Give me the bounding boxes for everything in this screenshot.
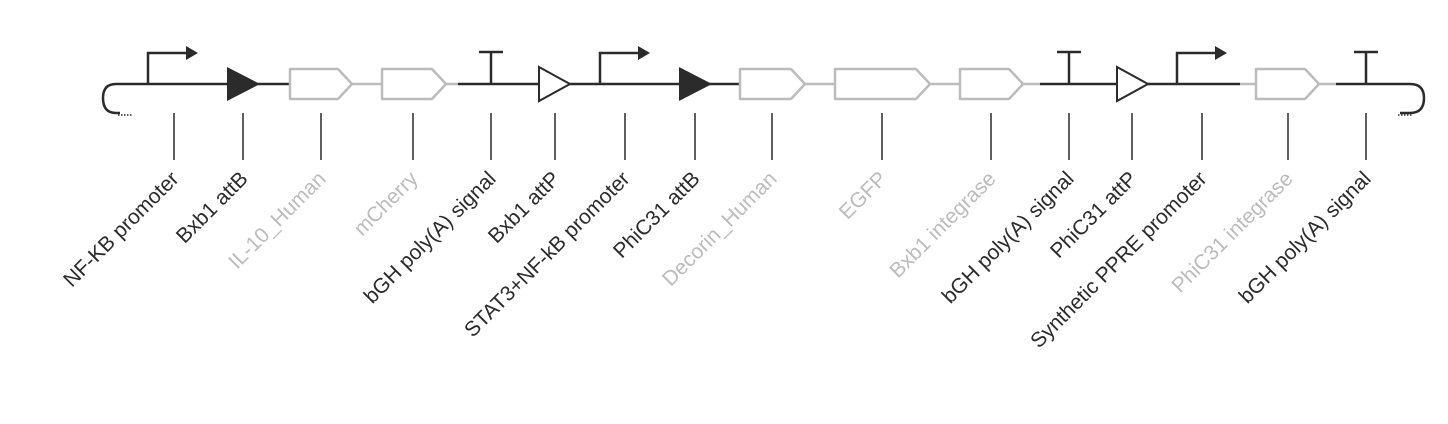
nf-kb-promoter-glyph <box>146 51 186 84</box>
bgh-poly-a-signal-glyph <box>1057 50 1081 84</box>
nf-kb-promoter-arrowhead <box>186 46 198 60</box>
bxb1-integrase-glyph <box>958 67 1025 101</box>
egfp-label: EGFP <box>835 167 892 224</box>
stat3-nf-kb-promoter-arrowhead <box>638 46 650 60</box>
right-end-cap <box>1366 82 1426 115</box>
phic31-attp-glyph <box>1116 65 1151 103</box>
decorin-human-glyph <box>738 67 807 101</box>
nf-kb-promoter-label: NF-KB promoter <box>59 167 183 291</box>
mcherry-glyph <box>380 67 448 101</box>
bxb1-attb-glyph <box>227 67 260 101</box>
stat3-nf-kb-promoter-glyph <box>598 51 638 84</box>
phic31-integrase-glyph <box>1254 67 1321 101</box>
bxb1-attb-label: Bxb1 attB <box>172 167 253 248</box>
synthetic-ppre-promoter-arrowhead <box>1215 46 1227 60</box>
synthetic-ppre-promoter-glyph <box>1175 51 1215 84</box>
egfp-glyph <box>833 67 932 101</box>
bgh-poly-a-signal-glyph <box>479 50 503 84</box>
bgh-poly-a-signal-glyph <box>1354 50 1378 84</box>
il-10-human-glyph <box>288 67 354 101</box>
mcherry-label: mCherry <box>349 167 423 241</box>
bgh-poly-a-signal-label: bGH poly(A) signal <box>360 167 501 308</box>
phic31-attb-glyph <box>679 67 712 101</box>
left-end-cap <box>101 82 148 115</box>
part-glyphs <box>146 46 1378 103</box>
bxb1-attp-glyph <box>538 65 573 103</box>
bgh-poly-a-signal-label: bGH poly(A) signal <box>1235 167 1376 308</box>
